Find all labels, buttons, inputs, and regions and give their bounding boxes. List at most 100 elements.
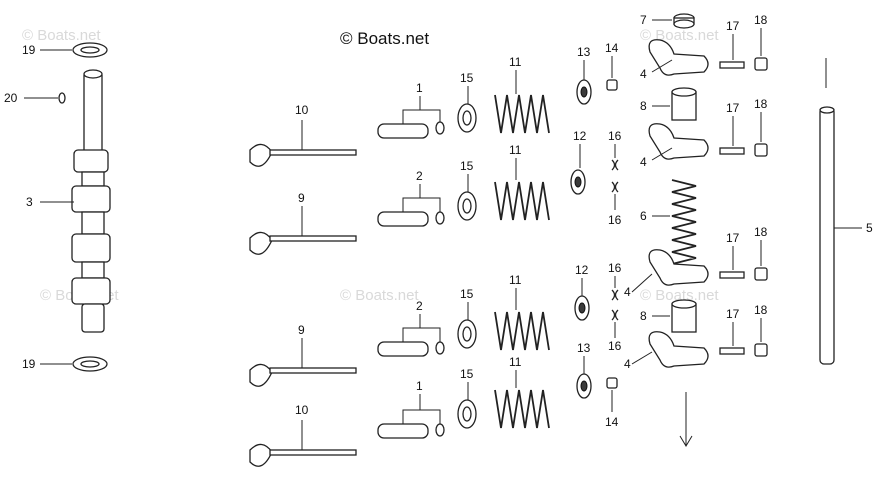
retainer-13-top (576, 79, 592, 105)
callout-9: 9 (298, 323, 305, 337)
callout-15: 15 (460, 287, 474, 301)
valve-10-top (249, 143, 357, 167)
watermark: © Boats.net (22, 27, 101, 44)
valve-9-top (249, 231, 357, 255)
callout-4: 4 (624, 357, 631, 371)
callout-17: 17 (726, 307, 740, 321)
callout-15: 15 (460, 159, 474, 173)
valve-guide-1-top (377, 121, 445, 139)
callout-10: 10 (295, 403, 309, 417)
washer-19-bottom (72, 356, 108, 372)
bolt-17-c (719, 271, 745, 279)
washer-19-top (72, 42, 108, 58)
valve-spring-11-a (494, 94, 550, 134)
callout-17: 17 (726, 101, 740, 115)
sleeve-8-bottom (671, 299, 697, 333)
spring-seat-15-b (457, 191, 477, 221)
callout-8: 8 (640, 99, 647, 113)
valve-spring-11-d (494, 389, 550, 429)
callout-14: 14 (605, 41, 619, 55)
callout-19: 19 (22, 357, 36, 371)
callout-1: 1 (416, 81, 423, 95)
callout-12: 12 (573, 129, 587, 143)
callout-2: 2 (416, 169, 423, 183)
callout-4: 4 (640, 67, 647, 81)
callout-16: 16 (608, 261, 622, 275)
retainer-12-top (570, 169, 586, 195)
spring-seat-15-c (457, 319, 477, 349)
cotter-16-c (611, 289, 619, 301)
callout-6: 6 (640, 209, 647, 223)
callout-11: 11 (509, 273, 522, 287)
spring-seat-15-a (457, 103, 477, 133)
callout-18: 18 (754, 225, 768, 239)
callout-20: 20 (4, 91, 18, 105)
callout-11: 11 (509, 143, 522, 157)
callout-9: 9 (298, 191, 305, 205)
callout-16: 16 (608, 213, 622, 227)
bolt-17-d (719, 347, 745, 355)
callout-3: 3 (26, 195, 33, 209)
callout-17: 17 (726, 231, 740, 245)
callout-2: 2 (416, 299, 423, 313)
nut-18-c (754, 267, 768, 281)
copyright-text: © Boats.net (340, 29, 429, 48)
sleeve-8-top (671, 87, 697, 121)
cap-7 (673, 13, 695, 29)
rocker-arm-4-a (648, 39, 709, 76)
callout-16: 16 (608, 339, 622, 353)
valve-spring-11-c (494, 311, 550, 351)
bolt-17-a (719, 61, 745, 69)
retainer-12-bottom (574, 295, 590, 321)
callout-15: 15 (460, 71, 474, 85)
callout-14: 14 (605, 415, 619, 429)
watermark: © Boats.net (640, 287, 719, 304)
valve-spring-11-b (494, 181, 550, 221)
callout-7: 7 (640, 13, 647, 27)
valve-9-bottom (249, 363, 357, 387)
nut-18-a (754, 57, 768, 71)
cotter-16-b (611, 181, 619, 193)
valve-10-bottom (249, 443, 357, 467)
nut-18-b (754, 143, 768, 157)
valve-guide-2-top (377, 211, 445, 227)
camshaft-3 (71, 69, 111, 333)
callout-13: 13 (577, 341, 591, 355)
callout-16: 16 (608, 129, 622, 143)
retainer-13-bottom (576, 373, 592, 399)
leader-lines (24, 19, 862, 450)
spring-6 (671, 179, 697, 271)
direction-arrow (679, 392, 693, 447)
callout-10: 10 (295, 103, 309, 117)
rocker-arm-4-b (648, 123, 709, 160)
cotter-16-a (611, 159, 619, 171)
callout-11: 11 (509, 55, 522, 69)
rocker-shaft-5 (819, 58, 835, 365)
callout-4: 4 (624, 285, 631, 299)
cotter-16-d (611, 309, 619, 321)
callout-5: 5 (866, 221, 873, 235)
callout-12: 12 (575, 263, 589, 277)
pin-20 (58, 92, 66, 104)
callout-13: 13 (577, 45, 591, 59)
valve-guide-1-bottom (377, 423, 445, 439)
valve-guide-2-bottom (377, 341, 445, 357)
rocker-arm-4-d (648, 331, 709, 368)
callout-19: 19 (22, 43, 36, 57)
callout-18: 18 (754, 303, 768, 317)
callout-15: 15 (460, 367, 474, 381)
nut-18-d (754, 343, 768, 357)
callout-17: 17 (726, 19, 740, 33)
watermark: © Boats.net (340, 287, 419, 304)
callout-4: 4 (640, 155, 647, 169)
callout-8: 8 (640, 309, 647, 323)
callout-18: 18 (754, 13, 768, 27)
nut-14-top (606, 79, 618, 91)
rocker-arm-4-c (648, 249, 709, 286)
callout-11: 11 (509, 355, 522, 369)
nut-14-bottom (606, 377, 618, 389)
callout-1: 1 (416, 379, 423, 393)
callout-18: 18 (754, 97, 768, 111)
bolt-17-b (719, 147, 745, 155)
